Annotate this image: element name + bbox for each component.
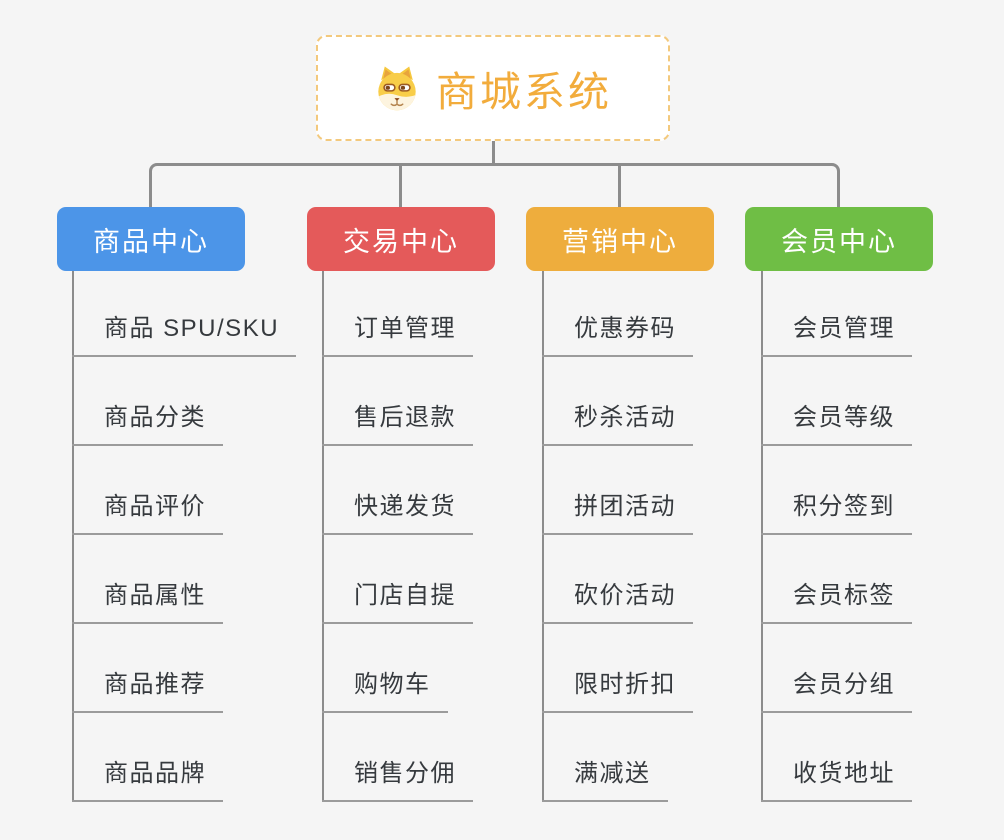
leaf-node[interactable]: 积分签到 bbox=[761, 489, 912, 535]
leaf-node[interactable]: 商品分类 bbox=[72, 400, 223, 446]
leaf-node[interactable]: 会员分组 bbox=[761, 667, 912, 713]
leaf-node[interactable]: 限时折扣 bbox=[542, 667, 693, 713]
branch-label: 营销中心 bbox=[562, 226, 678, 257]
branch-label: 会员中心 bbox=[781, 226, 897, 257]
leaf-node[interactable]: 优惠券码 bbox=[542, 311, 693, 357]
leaf-node[interactable]: 会员等级 bbox=[761, 400, 912, 446]
branch-label: 交易中心 bbox=[343, 226, 459, 257]
leaf-node[interactable]: 会员标签 bbox=[761, 578, 912, 624]
branch-label: 商品中心 bbox=[93, 226, 209, 257]
doge-icon bbox=[374, 64, 420, 112]
root-label: 商城系统 bbox=[436, 69, 612, 115]
root-node[interactable]: 商城系统 bbox=[316, 35, 670, 141]
connector-drop bbox=[618, 165, 621, 208]
connector-drop bbox=[399, 165, 402, 208]
leaf-node[interactable]: 商品属性 bbox=[72, 578, 223, 624]
leaf-node[interactable]: 购物车 bbox=[322, 667, 448, 713]
leaf-node[interactable]: 门店自提 bbox=[322, 578, 473, 624]
leaf-node[interactable]: 快递发货 bbox=[322, 489, 473, 535]
branch-subtree-marketing-center: 优惠券码 秒杀活动 拼团活动 砍价活动 限时折扣 满减送 bbox=[542, 0, 782, 840]
branch-subtree-product-center: 商品 SPU/SKU 商品分类 商品评价 商品属性 商品推荐 商品品牌 bbox=[72, 0, 312, 840]
branch-box-product-center[interactable]: 商品中心 bbox=[57, 207, 245, 271]
leaf-node[interactable]: 商品 SPU/SKU bbox=[72, 311, 297, 357]
leaf-node[interactable]: 售后退款 bbox=[322, 400, 473, 446]
leaf-node[interactable]: 会员管理 bbox=[761, 311, 912, 357]
connector-root-stub bbox=[492, 141, 495, 166]
branch-box-member-center[interactable]: 会员中心 bbox=[745, 207, 933, 271]
leaf-node[interactable]: 商品推荐 bbox=[72, 667, 223, 713]
leaf-node[interactable]: 商品评价 bbox=[72, 489, 223, 535]
branch-box-trade-center[interactable]: 交易中心 bbox=[307, 207, 495, 271]
leaf-node[interactable]: 销售分佣 bbox=[322, 756, 473, 802]
branch-box-marketing-center[interactable]: 营销中心 bbox=[526, 207, 714, 271]
branch-subtree-member-center: 会员管理 会员等级 积分签到 会员标签 会员分组 收货地址 bbox=[761, 0, 1001, 840]
leaf-node[interactable]: 满减送 bbox=[542, 756, 668, 802]
leaf-node[interactable]: 商品品牌 bbox=[72, 756, 223, 802]
leaf-node[interactable]: 收货地址 bbox=[761, 756, 912, 802]
leaf-node[interactable]: 订单管理 bbox=[322, 311, 473, 357]
leaf-node[interactable]: 拼团活动 bbox=[542, 489, 693, 535]
leaf-node[interactable]: 秒杀活动 bbox=[542, 400, 693, 446]
leaf-node[interactable]: 砍价活动 bbox=[542, 578, 693, 624]
connector-rail bbox=[149, 163, 840, 209]
